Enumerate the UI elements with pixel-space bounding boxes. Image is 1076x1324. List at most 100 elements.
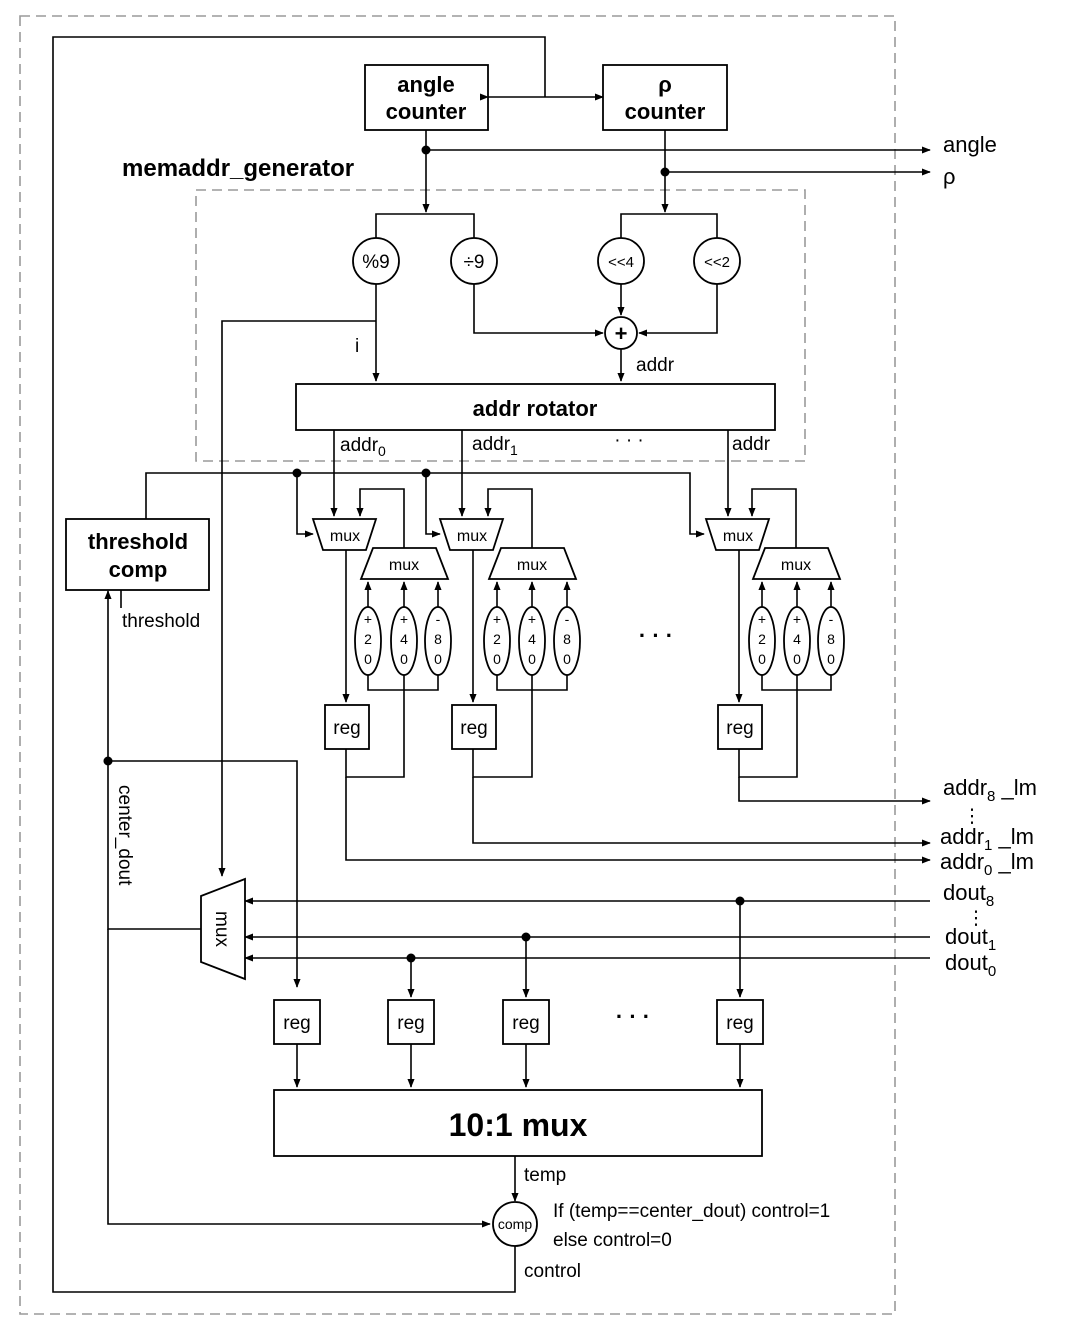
column-1-reg: [451, 704, 497, 750]
center-dout-label: center_dout: [114, 785, 135, 886]
address-column-8: mux mux + 2 0 + 4 0 - 8 0 reg: [704, 488, 931, 805]
addr-signal-label: addr: [636, 355, 675, 376]
svg-text:+: +: [758, 611, 766, 627]
svg-text:4: 4: [793, 631, 801, 647]
svg-text:addr rotator: addr rotator: [473, 396, 598, 421]
addr-ellipsis: · · ·: [614, 430, 644, 451]
svg-text:reg: reg: [726, 1013, 753, 1034]
svg-text:8: 8: [827, 631, 835, 647]
lower-reg-1: reg: [502, 999, 550, 1045]
svg-text:mux: mux: [517, 557, 547, 574]
rho-output-label: ρ: [943, 164, 956, 189]
svg-text:8: 8: [434, 631, 442, 647]
svg-text:0: 0: [563, 651, 571, 667]
rho-counter-block: ρ counter: [602, 64, 728, 131]
lm-vdots: ⋮: [963, 806, 982, 827]
adder-operator: +: [604, 316, 638, 350]
svg-text:4: 4: [528, 631, 536, 647]
outer-boundary: [19, 15, 896, 1315]
svg-text:+: +: [400, 611, 408, 627]
memaddr-generator-label: memaddr_generator: [122, 155, 354, 182]
column-ellipsis: · · ·: [639, 623, 673, 648]
svg-text:0: 0: [528, 651, 536, 667]
svg-text:ρ: ρ: [658, 72, 672, 97]
addr-rotator-block: addr rotator: [295, 383, 776, 431]
svg-text:0: 0: [364, 651, 372, 667]
addr0-lm-label: addr0 _lm: [940, 849, 1034, 879]
svg-text:+: +: [528, 611, 536, 627]
svg-text:0: 0: [493, 651, 501, 667]
dout-vdots: ⋮: [967, 908, 986, 929]
i-signal-label: i: [355, 336, 359, 357]
svg-text:10:1 mux: 10:1 mux: [449, 1107, 588, 1143]
div9-operator: ÷9: [450, 237, 498, 285]
address-column-1: mux mux + 2 0 + 4 0 - 8 0 reg: [438, 488, 931, 847]
column-1-select-mux: [438, 518, 505, 551]
memaddr-generator-boundary: [195, 189, 806, 462]
condition-line-2: else control=0: [553, 1230, 672, 1251]
svg-text:reg: reg: [333, 718, 360, 739]
addr0-label: addr0: [340, 435, 386, 459]
svg-text:0: 0: [758, 651, 766, 667]
comp-block: comp: [492, 1201, 538, 1247]
svg-text:<<4: <<4: [608, 254, 634, 271]
column-8-select-mux: [704, 518, 771, 551]
svg-text:-: -: [565, 611, 570, 627]
column-0-reg: [324, 704, 370, 750]
svg-text:counter: counter: [386, 99, 467, 124]
svg-text:0: 0: [827, 651, 835, 667]
svg-text:reg: reg: [460, 718, 487, 739]
svg-text:2: 2: [493, 631, 501, 647]
svg-text:-: -: [829, 611, 834, 627]
lower-reg-0: reg: [387, 999, 435, 1045]
dout0-label: dout0: [945, 950, 996, 980]
angle-counter-block: angle counter: [364, 64, 489, 131]
center-dout-mux: mux: [200, 877, 246, 981]
svg-text:mux: mux: [389, 557, 419, 574]
threshold-label: threshold: [122, 611, 200, 632]
control-label: control: [524, 1261, 581, 1282]
svg-text:angle: angle: [397, 72, 454, 97]
svg-text:-: -: [436, 611, 441, 627]
svg-text:0: 0: [400, 651, 408, 667]
svg-text:÷9: ÷9: [464, 252, 485, 273]
svg-text:8: 8: [563, 631, 571, 647]
svg-text:comp: comp: [498, 1216, 532, 1232]
svg-text:+: +: [615, 321, 628, 346]
svg-text:mux: mux: [457, 528, 487, 545]
svg-text:comp: comp: [109, 557, 168, 582]
column-1-offset-mux: [487, 547, 578, 580]
column-8-reg: [717, 704, 763, 750]
address-column-0: mux mux + 2 0 + 4 0 - 8 0 reg: [311, 488, 931, 864]
svg-text:mux: mux: [781, 557, 811, 574]
dout8-label: dout8: [943, 880, 994, 910]
svg-text:reg: reg: [397, 1013, 424, 1034]
threshold-comp-block: threshold comp: [65, 518, 210, 591]
shift-left-4-operator: <<4: [597, 237, 645, 285]
svg-text:2: 2: [758, 631, 766, 647]
addr8-label: addr: [732, 434, 771, 455]
svg-text:mux: mux: [330, 528, 360, 545]
lower-reg-8: reg: [716, 999, 764, 1045]
column-0-select-mux: [311, 518, 378, 551]
svg-text:threshold: threshold: [88, 529, 188, 554]
lower-reg-center: reg: [273, 999, 321, 1045]
svg-text:reg: reg: [512, 1013, 539, 1034]
svg-text:<<2: <<2: [704, 254, 730, 271]
condition-line-1: If (temp==center_dout) control=1: [553, 1201, 830, 1222]
addr8-lm-label: addr8 _lm: [943, 775, 1037, 805]
temp-label: temp: [524, 1165, 566, 1186]
svg-text:mux: mux: [723, 528, 753, 545]
svg-text:mux: mux: [211, 911, 232, 947]
svg-text:+: +: [493, 611, 501, 627]
svg-text:4: 4: [400, 631, 408, 647]
mod9-operator: %9: [352, 237, 400, 285]
svg-text:reg: reg: [726, 718, 753, 739]
svg-text:%9: %9: [362, 252, 389, 273]
dout1-label: dout1: [945, 924, 996, 954]
shift-left-2-operator: <<2: [693, 237, 741, 285]
svg-text:0: 0: [434, 651, 442, 667]
addr1-lm-label: addr1 _lm: [940, 824, 1034, 854]
svg-text:2: 2: [364, 631, 372, 647]
